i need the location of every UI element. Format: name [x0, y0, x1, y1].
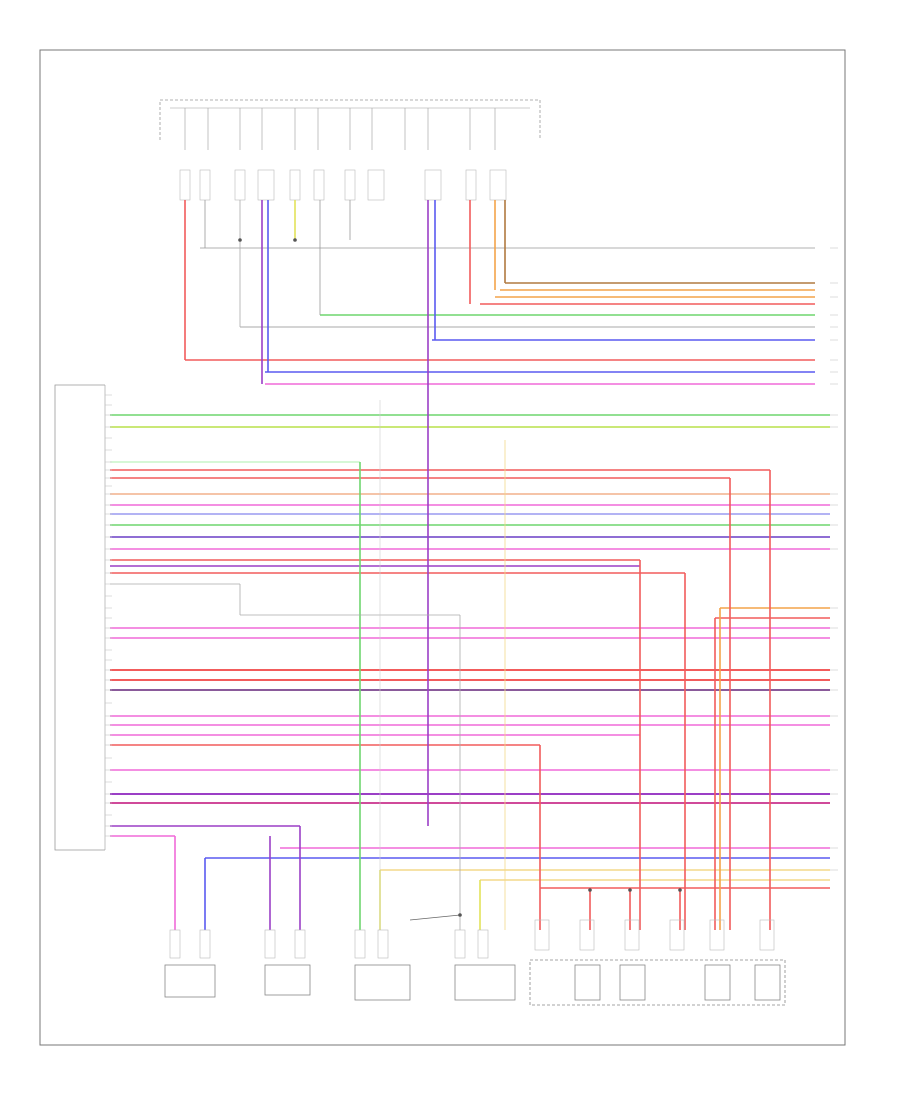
component-box-1 — [164, 964, 216, 998]
fuse-box-connectors — [179, 169, 507, 201]
bottom-connectors — [169, 919, 775, 959]
vertical-wires — [174, 200, 771, 930]
component-box-4 — [454, 964, 516, 1001]
component-box-2 — [264, 964, 311, 996]
component-box-3 — [354, 964, 411, 1001]
fuel-injector-box — [529, 959, 786, 1006]
diagram-frame — [39, 49, 846, 1046]
ecm-pin-ticks — [105, 394, 112, 837]
fuse-box — [159, 99, 541, 150]
bottom-components — [164, 959, 786, 1006]
splice-dots — [238, 238, 682, 917]
fuse-row — [184, 108, 496, 150]
harness-wires — [110, 247, 830, 889]
right-terminals — [830, 247, 838, 871]
engine-control-module — [54, 384, 106, 851]
